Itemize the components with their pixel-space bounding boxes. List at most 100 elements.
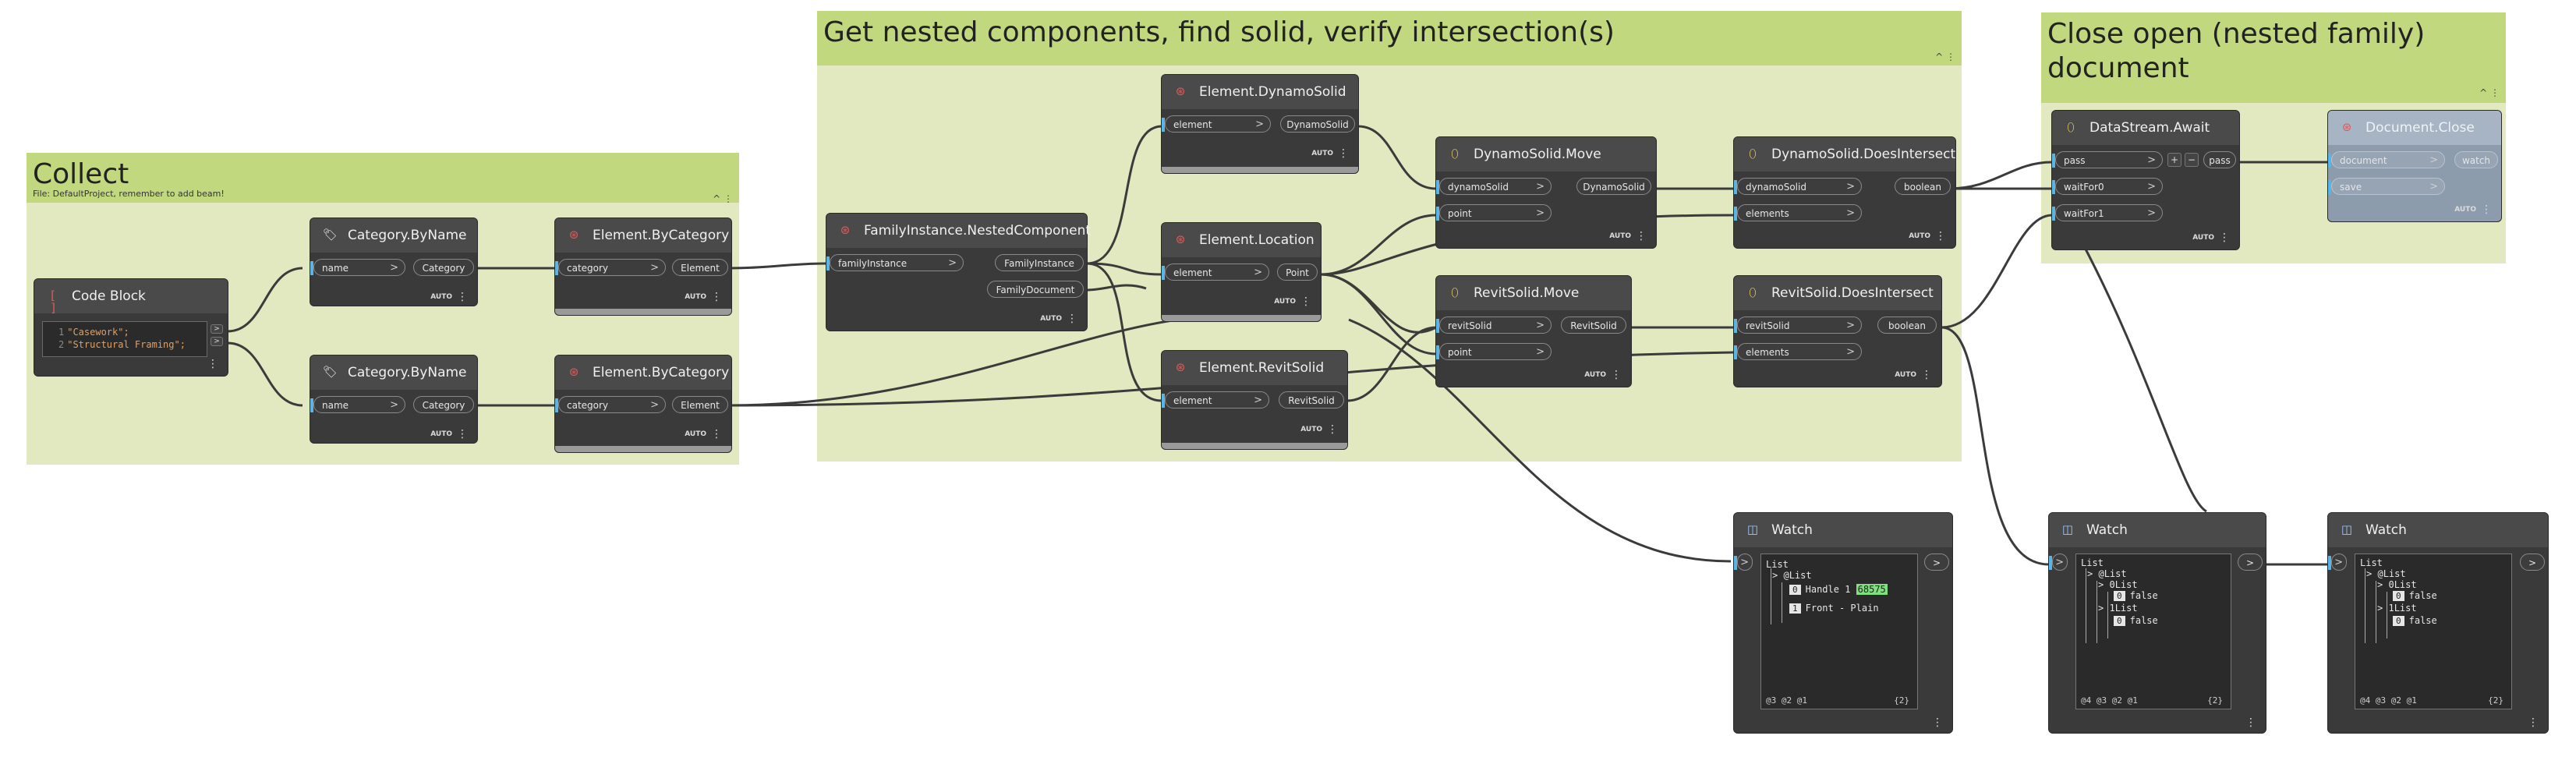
rsm-in-point[interactable]: point> [1436, 343, 1552, 360]
rsm-out[interactable]: RevitSolid [1561, 317, 1626, 334]
dynamosolid-move-node[interactable]: ⬯ DynamoSolid.Move dynamoSolid> point> D… [1436, 137, 1656, 248]
node-menu-icon[interactable]: ⋮ [2219, 232, 2230, 244]
remove-input-button[interactable]: − [2185, 153, 2199, 167]
revitsolid-move-node[interactable]: ⬯ RevitSolid.Move revitSolid> point> Rev… [1436, 276, 1631, 387]
node-menu-icon[interactable]: ⋮ [1932, 716, 1943, 729]
group-close-collapse-icon[interactable]: ^ ⋮ [2479, 87, 2500, 98]
watch-3-header[interactable]: ◫ Watch [2328, 513, 2548, 547]
dsm-header[interactable]: ⬯ DynamoSolid.Move [1436, 137, 1656, 172]
eds-header[interactable]: ⊛ Element.DynamoSolid [1162, 75, 1358, 109]
watch-1-in[interactable]: > [1734, 554, 1753, 571]
group-collect-collapse-icon[interactable]: ^ ⋮ [713, 193, 733, 204]
rsm-header[interactable]: ⬯ RevitSolid.Move [1436, 276, 1631, 310]
expand-chevron-icon[interactable]: > [2366, 568, 2373, 579]
eds-out[interactable]: DynamoSolid [1280, 115, 1355, 133]
eloc-header[interactable]: ⊛ Element.Location [1162, 223, 1321, 257]
dc-header[interactable]: ⊛ Document.Close [2328, 111, 2501, 145]
node-menu-icon[interactable]: ⋮ [711, 291, 722, 303]
rsi-out[interactable]: boolean [1877, 317, 1937, 334]
group-nested-collapse-icon[interactable]: ^ ⋮ [1935, 51, 1955, 62]
dsi-in-elements[interactable]: elements> [1734, 204, 1862, 221]
dsm-in-dynamosolid[interactable]: dynamoSolid> [1436, 178, 1552, 195]
watch-3-line-1[interactable]: > @List [2366, 568, 2406, 579]
dc-in-save[interactable]: save> [2328, 178, 2445, 195]
expand-chevron-icon[interactable]: > [2377, 579, 2383, 590]
fin-out-familydocument[interactable]: FamilyDocument [987, 281, 1084, 298]
code-block-menu-icon[interactable]: ⋮ [207, 358, 218, 370]
watch-1-header[interactable]: ◫ Watch [1734, 513, 1952, 547]
fin-header[interactable]: ⊛ FamilyInstance.NestedComponent [826, 214, 1091, 248]
rsi-in-elements[interactable]: elements> [1734, 343, 1862, 360]
watch-3-out[interactable]: > [2520, 554, 2545, 571]
dsa-in-waitfor1[interactable]: waitFor1> [2052, 204, 2163, 221]
dc-in-document[interactable]: document> [2328, 151, 2445, 168]
ers-in-element[interactable]: element> [1162, 391, 1269, 409]
code-block-node[interactable]: [ ] Code Block 1"Casework"; 2"Structural… [34, 279, 228, 376]
element-bycategory-2-out[interactable]: Element [672, 396, 728, 413]
dsm-out[interactable]: DynamoSolid [1576, 178, 1651, 195]
element-bycategory-2-in-category[interactable]: category> [555, 396, 666, 413]
category-byname-node-2[interactable]: 🏷 Category.ByName name> Category AUTO ⋮ [310, 355, 477, 443]
node-menu-icon[interactable]: ⋮ [1935, 230, 1946, 242]
rsm-in-revitsolid[interactable]: revitSolid> [1436, 317, 1552, 334]
watch-2-in[interactable]: > [2049, 554, 2068, 571]
category-byname-1-out[interactable]: Category [413, 259, 474, 276]
dc-out-watch[interactable]: watch [2454, 151, 2498, 168]
code-block-out-1[interactable]: > [211, 324, 223, 334]
watch-3-line-4[interactable]: > 1List [2377, 603, 2417, 614]
element-bycategory-node-1[interactable]: ⊛ Element.ByCategory category> Element A… [555, 218, 731, 315]
watch-2-header[interactable]: ◫ Watch [2049, 513, 2266, 547]
expand-chevron-icon[interactable]: > [2377, 603, 2383, 614]
element-revitsolid-node[interactable]: ⊛ Element.RevitSolid element> RevitSolid… [1162, 351, 1347, 449]
expand-chevron-icon[interactable]: > [1772, 570, 1778, 581]
dsa-in-pass[interactable]: pass> [2052, 151, 2163, 168]
rsi-header[interactable]: ⬯ RevitSolid.DoesIntersect [1734, 276, 1941, 310]
ers-out[interactable]: RevitSolid [1279, 391, 1344, 409]
expand-chevron-icon[interactable]: > [2098, 579, 2104, 590]
code-block-header[interactable]: [ ] Code Block [34, 279, 228, 314]
category-byname-2-in-name[interactable]: name> [310, 396, 405, 413]
dsi-in-dynamosolid[interactable]: dynamoSolid> [1734, 178, 1862, 195]
eloc-in-element[interactable]: element> [1162, 264, 1269, 281]
dsi-out[interactable]: boolean [1895, 178, 1951, 195]
familyinstance-nestedcomponent-node[interactable]: ⊛ FamilyInstance.NestedComponent familyI… [826, 214, 1091, 331]
revitsolid-doesintersect-node[interactable]: ⬯ RevitSolid.DoesIntersect revitSolid> e… [1734, 276, 1941, 387]
watch-2-line-4[interactable]: > 1List [2098, 603, 2138, 614]
watch-3-line-2[interactable]: > 0List [2377, 579, 2417, 590]
category-byname-1-in-name[interactable]: name> [310, 259, 405, 276]
category-byname-2-header[interactable]: 🏷 Category.ByName [310, 355, 477, 390]
eloc-out[interactable]: Point [1277, 264, 1318, 281]
watch-1-out[interactable]: > [1924, 554, 1949, 571]
dsa-in-waitfor0[interactable]: waitFor0> [2052, 178, 2163, 195]
fin-out-familyinstance[interactable]: FamilyInstance [995, 254, 1084, 271]
dsa-header[interactable]: ⬯ DataStream.Await [2052, 111, 2239, 145]
watch-2-line-1[interactable]: > @List [2087, 568, 2127, 579]
element-bycategory-1-in-category[interactable]: category> [555, 259, 666, 276]
expand-chevron-icon[interactable]: > [2098, 603, 2104, 614]
dsa-out-pass[interactable]: pass [2203, 151, 2236, 168]
node-menu-icon[interactable]: ⋮ [457, 428, 468, 440]
node-menu-icon[interactable]: ⋮ [1921, 369, 1932, 381]
document-close-node[interactable]: ⊛ Document.Close document> save> watch A… [2328, 111, 2501, 221]
group-nested-header[interactable]: Get nested components, find solid, verif… [817, 11, 1962, 65]
dsm-in-point[interactable]: point> [1436, 204, 1552, 221]
group-close-header[interactable]: Close open (nested family) document ^ ⋮ [2041, 12, 2506, 103]
watch-3-in[interactable]: > [2328, 554, 2347, 571]
rsi-in-revitsolid[interactable]: revitSolid> [1734, 317, 1862, 334]
expand-chevron-icon[interactable]: > [2087, 568, 2093, 579]
node-menu-icon[interactable]: ⋮ [1611, 369, 1622, 381]
node-menu-icon[interactable]: ⋮ [1338, 147, 1349, 160]
category-byname-1-header[interactable]: 🏷 Category.ByName [310, 218, 477, 253]
fin-in-familyinstance[interactable]: familyInstance> [826, 254, 964, 271]
node-menu-icon[interactable]: ⋮ [1067, 313, 1077, 325]
node-menu-icon[interactable]: ⋮ [2528, 716, 2539, 729]
element-bycategory-1-header[interactable]: ⊛ Element.ByCategory [555, 218, 731, 253]
element-dynamosolid-node[interactable]: ⊛ Element.DynamoSolid element> DynamoSol… [1162, 75, 1358, 173]
watch-2-line-2[interactable]: > 0List [2098, 579, 2138, 590]
group-collect-header[interactable]: Collect File: DefaultProject, remember t… [27, 153, 739, 204]
node-menu-icon[interactable]: ⋮ [2481, 203, 2492, 216]
